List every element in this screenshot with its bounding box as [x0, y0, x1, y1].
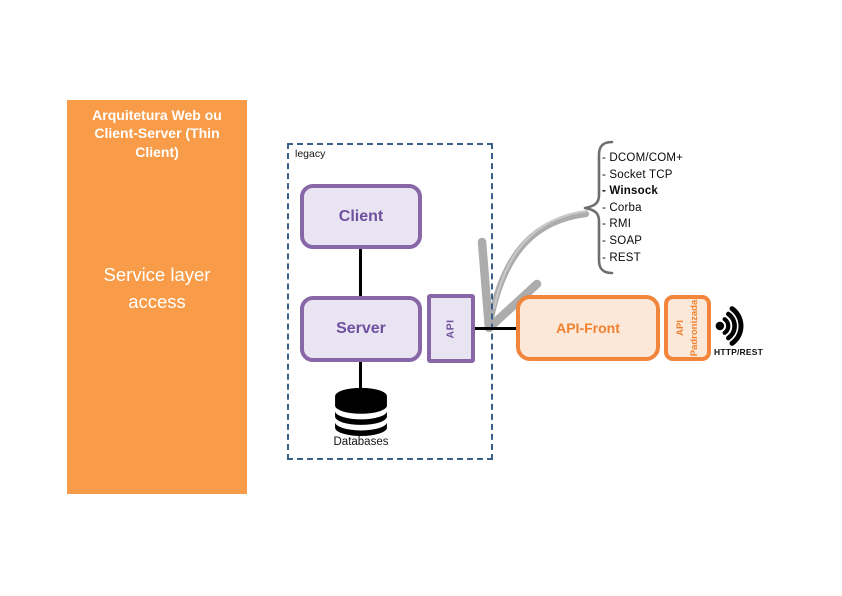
api-padronizada-box-label: API Padronizada	[674, 299, 700, 357]
databases-icon	[335, 387, 387, 436]
connector-client-server	[359, 249, 362, 296]
api-box-label: API	[444, 318, 457, 339]
slide-subtitle: Service layer access	[103, 264, 211, 312]
sidebar-panel: Arquitetura Web ou Client-Server (Thin C…	[67, 100, 247, 494]
protocol-item: - Corba	[602, 201, 642, 214]
server-box-label: Server	[336, 320, 386, 337]
api-front-box: API-Front	[516, 295, 660, 361]
legacy-group-frame: legacy	[287, 143, 493, 460]
api-padronizada-box: API Padronizada	[664, 295, 711, 361]
legacy-group-label: legacy	[295, 148, 326, 160]
http-rest-label: HTTP/REST	[714, 347, 764, 357]
protocols-list: - DCOM/COM+ - Socket TCP - Winsock - Cor…	[602, 150, 683, 266]
slide-title: Arquitetura Web ou Client-Server (Thin C…	[92, 107, 222, 160]
protocol-item: - Socket TCP	[602, 168, 673, 181]
wireless-signal-icon	[715, 306, 744, 346]
connector-api-apifront	[475, 327, 516, 330]
protocol-item: - RMI	[602, 218, 632, 231]
protocol-item: - Winsock	[602, 185, 659, 198]
protocol-item: - REST	[602, 251, 641, 264]
api-front-box-label: API-Front	[556, 320, 620, 336]
curly-brace-icon	[583, 140, 614, 275]
protocol-item: - SOAP	[602, 234, 643, 247]
client-box: Client	[300, 184, 422, 249]
databases-label: Databases	[333, 436, 389, 448]
server-box: Server	[300, 296, 422, 362]
protocol-item: - DCOM/COM+	[602, 152, 684, 164]
client-box-label: Client	[338, 207, 384, 225]
connector-server-databases	[359, 362, 362, 390]
api-box: API	[427, 294, 475, 363]
